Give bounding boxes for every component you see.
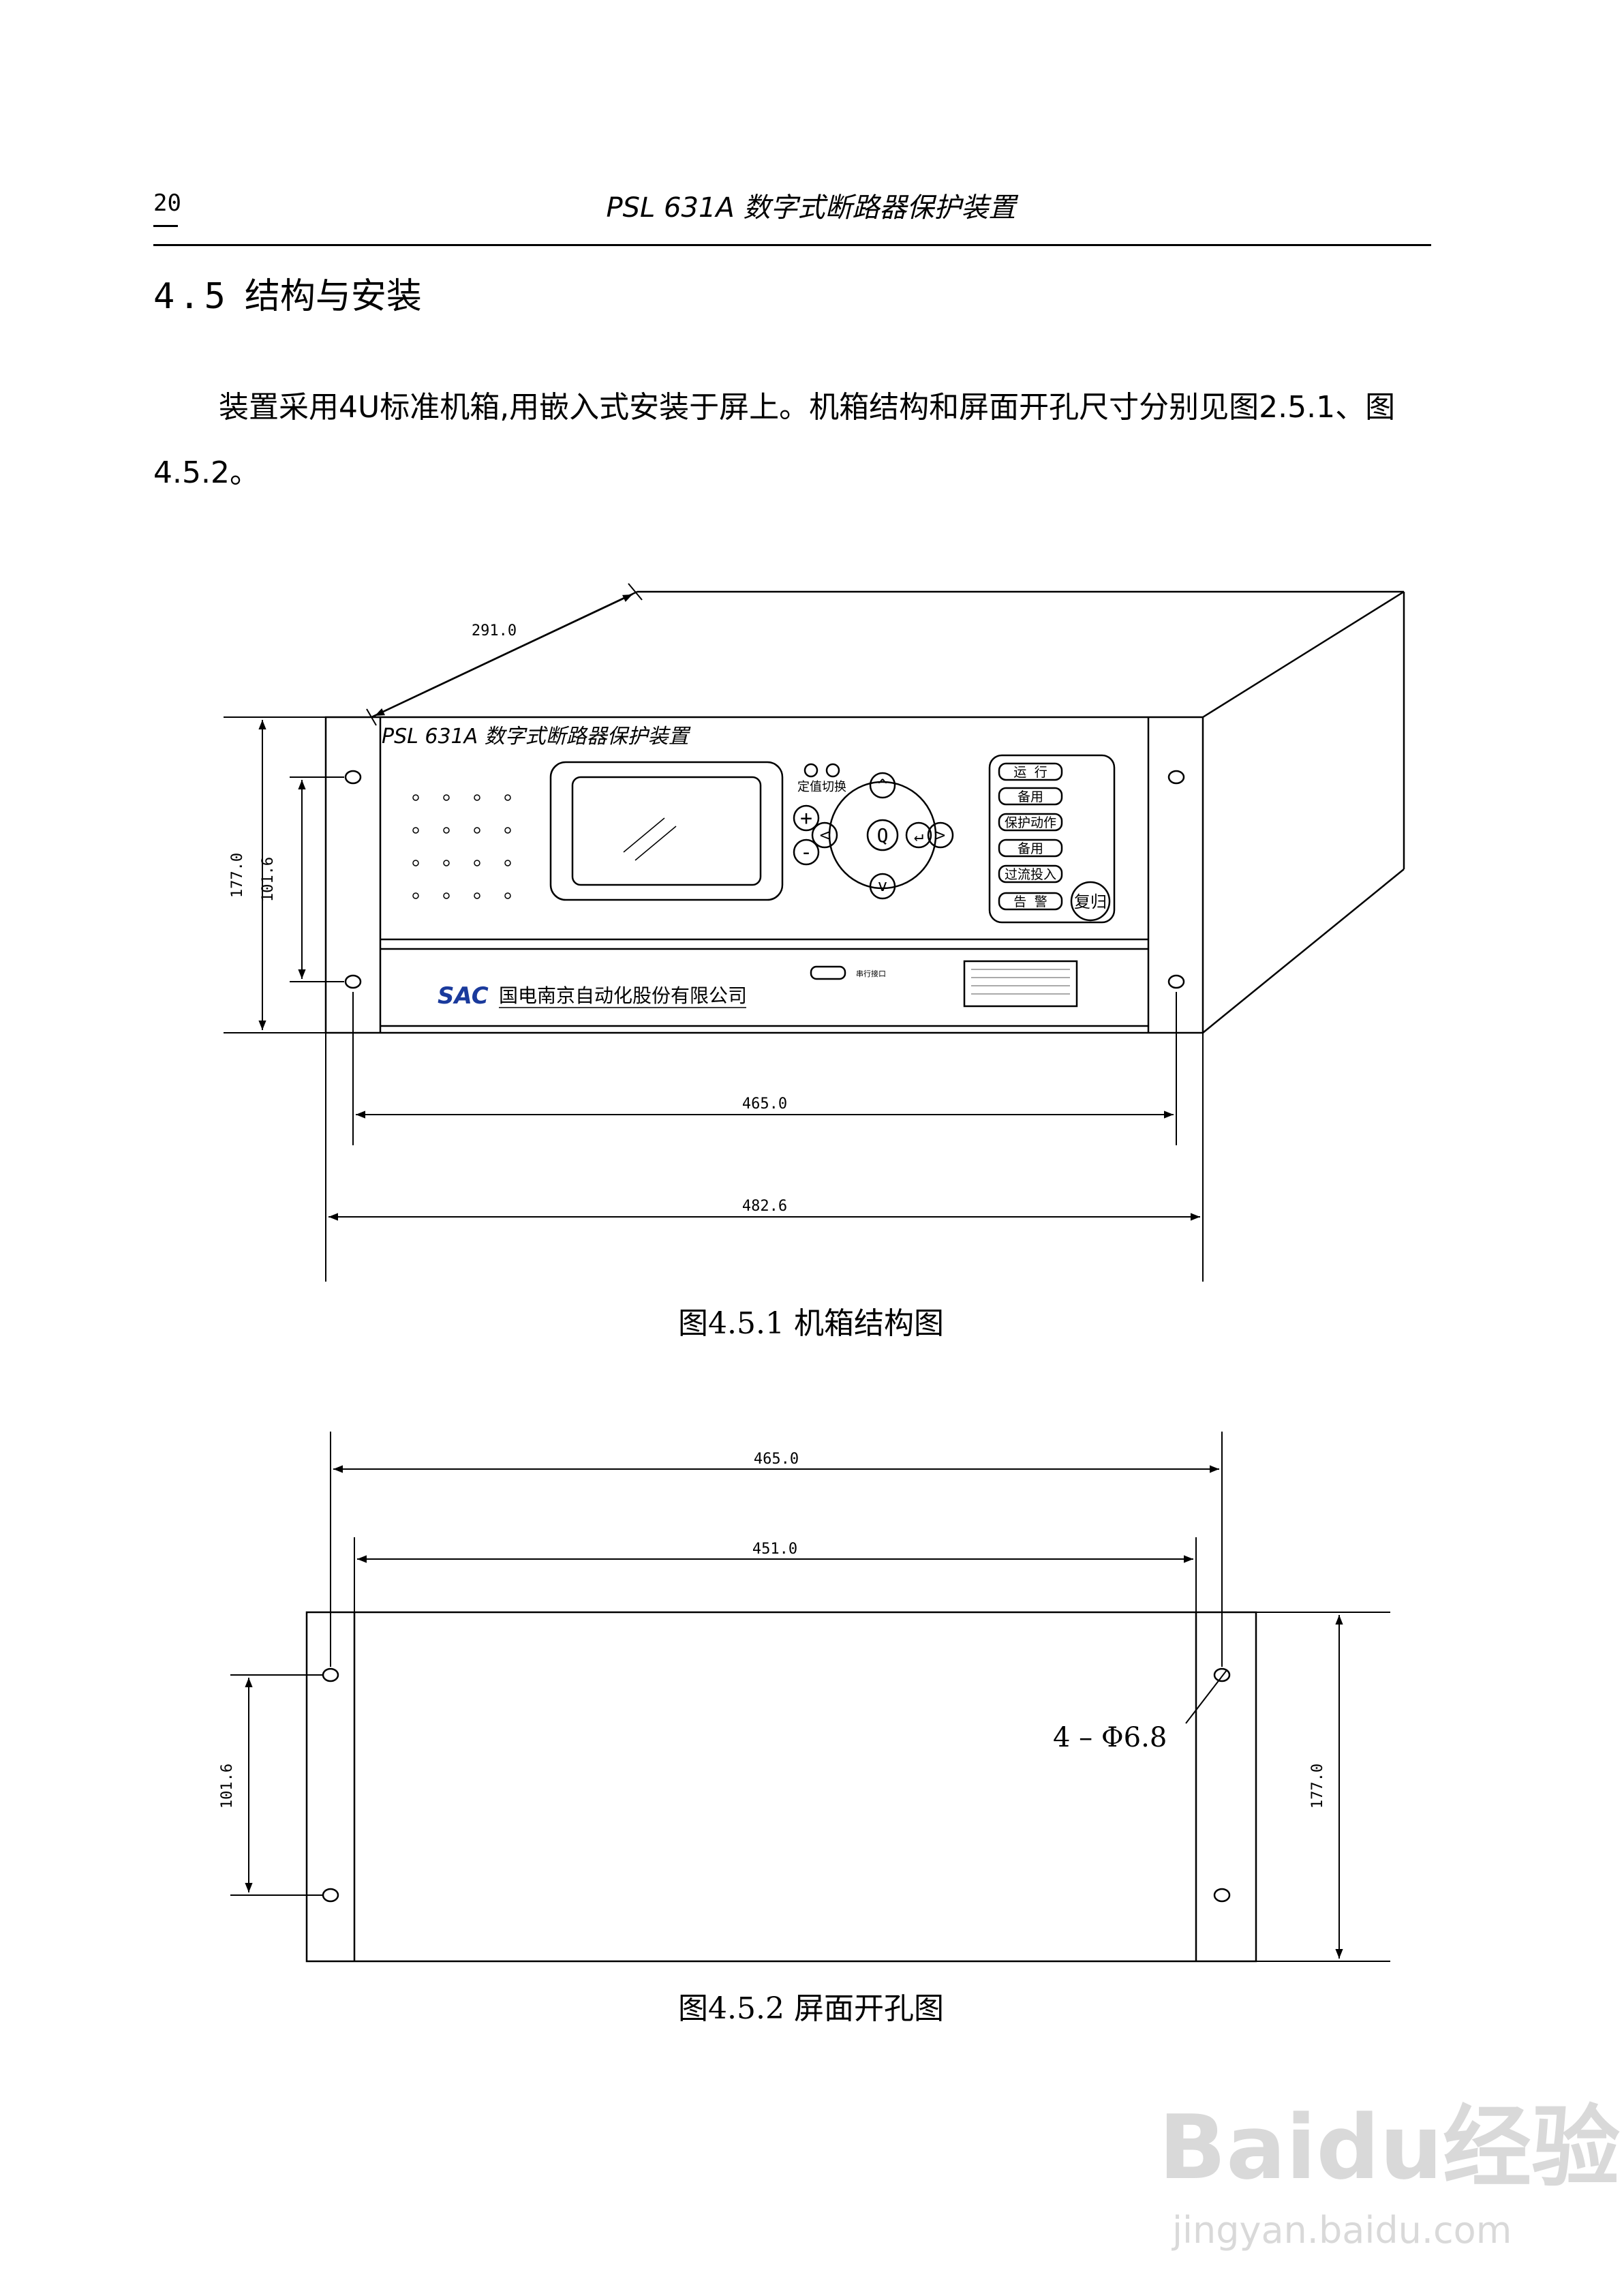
key-up[interactable] bbox=[869, 772, 896, 799]
section-title: 结构与安装 bbox=[244, 276, 422, 317]
front-panel-outline bbox=[324, 716, 1204, 1034]
lcd-screen bbox=[571, 776, 762, 886]
lcd-glare-2 bbox=[634, 826, 677, 861]
key-down[interactable] bbox=[869, 873, 896, 900]
indicator-alarm: 告 警 bbox=[1013, 894, 1047, 909]
section-heading: 4.5 结构与安装 bbox=[153, 267, 422, 318]
serial-port bbox=[810, 965, 846, 980]
key-q[interactable] bbox=[866, 819, 899, 851]
key-enter-label: ↵ bbox=[914, 826, 923, 845]
dim-465-label: 465.0 bbox=[742, 1096, 787, 1113]
watermark-brand: Baidu经验 bbox=[1159, 2096, 1620, 2199]
key-minus[interactable] bbox=[793, 839, 820, 866]
box-bottom-right-edge bbox=[1202, 868, 1405, 1033]
indicator-spare-2: 备用 bbox=[1017, 841, 1043, 856]
dim2-height-label: 177.0 bbox=[1309, 1764, 1326, 1809]
key-down-label: v bbox=[878, 876, 887, 895]
hole-leader-line bbox=[1185, 1670, 1227, 1724]
header-rule bbox=[153, 244, 1431, 246]
indicator-run: 运 行 bbox=[1013, 765, 1047, 780]
lcd-glare-1 bbox=[623, 817, 665, 853]
mount-hole-br bbox=[1167, 974, 1185, 989]
cutout-outline bbox=[305, 1611, 1257, 1963]
serial-port-label: 串行接口 bbox=[856, 969, 886, 978]
cutout-hole-br bbox=[1213, 1888, 1231, 1903]
key-plus[interactable] bbox=[793, 804, 820, 832]
page-number-underline bbox=[153, 225, 178, 227]
ind-box-4 bbox=[998, 839, 1063, 858]
key-enter[interactable] bbox=[905, 821, 932, 849]
setting-switch-label: 定值切换 bbox=[797, 780, 846, 794]
setting-led-2 bbox=[825, 763, 840, 778]
dim2-451-label: 451.0 bbox=[752, 1541, 797, 1558]
dim-height-label: 177.0 bbox=[229, 853, 246, 898]
figure2-caption: 图4.5.2 屏面开孔图 bbox=[678, 1991, 944, 2026]
key-left-label: < bbox=[820, 826, 829, 845]
page-number: 20 bbox=[153, 190, 181, 217]
indicator-overcurrent: 过流投入 bbox=[1005, 867, 1056, 882]
mount-hole-bl bbox=[344, 974, 362, 989]
figure1-caption: 图4.5.1 机箱结构图 bbox=[678, 1306, 944, 1341]
ind-box-6 bbox=[998, 892, 1063, 911]
company-name: 国电南京自动化股份有限公司 bbox=[499, 984, 747, 1007]
dim-4826-label: 482.6 bbox=[742, 1198, 787, 1215]
key-right-label: > bbox=[936, 826, 945, 845]
dim-hole-spacing-label: 101.6 bbox=[260, 857, 277, 902]
ind-box-1 bbox=[998, 762, 1063, 781]
dim-depth-tick-1 bbox=[366, 708, 377, 726]
key-right[interactable] bbox=[927, 821, 954, 849]
dim-depth-label: 291.0 bbox=[472, 622, 517, 639]
nameplate bbox=[963, 960, 1078, 1008]
key-plus-label: + bbox=[800, 806, 812, 830]
indicator-spare-1: 备用 bbox=[1017, 789, 1043, 804]
cutout-hole-tl bbox=[322, 1667, 339, 1682]
keypad-ring bbox=[828, 781, 937, 890]
body-paragraph: 装置采用4U标准机箱,用嵌入式安装于屏上。机箱结构和屏面开孔尺寸分别见图2.5.… bbox=[153, 375, 1435, 506]
ind-box-3 bbox=[998, 813, 1063, 832]
mount-hole-tr bbox=[1167, 770, 1185, 785]
indicator-protect-action: 保护动作 bbox=[1005, 815, 1056, 830]
body-paragraph-text: 装置采用4U标准机箱,用嵌入式安装于屏上。机箱结构和屏面开孔尺寸分别见图2.5.… bbox=[153, 390, 1396, 490]
dim-depth-tick-2 bbox=[628, 583, 643, 601]
hole-note: 4 – Φ6.8 bbox=[1053, 1722, 1167, 1753]
box-top-right-edge bbox=[1202, 590, 1405, 719]
reset-button-label: 复归 bbox=[1074, 892, 1107, 911]
dim2-465-label: 465.0 bbox=[754, 1451, 799, 1468]
key-up-label: ^ bbox=[878, 776, 887, 795]
setting-led-1 bbox=[804, 763, 818, 778]
key-minus-label: - bbox=[800, 841, 812, 864]
indicator-panel bbox=[988, 754, 1116, 924]
cutout-hole-bl bbox=[322, 1888, 339, 1903]
ind-box-5 bbox=[998, 864, 1063, 883]
ind-box-2 bbox=[998, 787, 1063, 806]
cutout-hole-tr bbox=[1213, 1667, 1231, 1682]
key-q-label: Q bbox=[877, 824, 889, 847]
key-left[interactable] bbox=[811, 821, 838, 849]
section-number: 4.5 bbox=[153, 276, 230, 317]
watermark-url: jingyan.baidu.com bbox=[1172, 2209, 1512, 2252]
reset-button[interactable] bbox=[1070, 881, 1111, 922]
running-header-title: PSL 631A 数字式断路器保护装置 bbox=[606, 192, 1016, 224]
dim2-hole-spacing-label: 101.6 bbox=[219, 1764, 236, 1809]
company-logo: SAC bbox=[438, 982, 489, 1010]
dim-depth-line bbox=[374, 594, 633, 716]
mount-hole-tl bbox=[344, 770, 362, 785]
panel-title: PSL 631A 数字式断路器保护装置 bbox=[382, 725, 691, 749]
lcd-bezel bbox=[549, 761, 784, 901]
